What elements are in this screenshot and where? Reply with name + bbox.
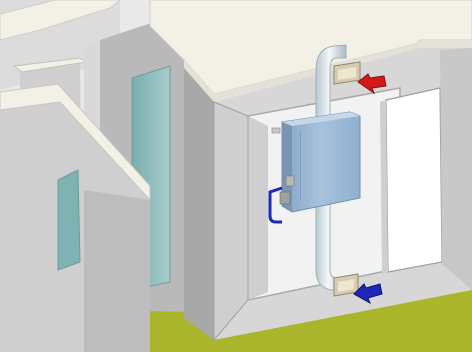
main-wall-left-face [184, 68, 214, 340]
right-wall-face [440, 48, 472, 290]
front-left-wall-inner [84, 190, 150, 352]
cabinet-inner-left [248, 116, 268, 300]
cabinet-door [386, 88, 442, 272]
ventilation-unit [282, 112, 360, 212]
unit-connector-low [280, 192, 290, 204]
unit-connector-mid [286, 176, 294, 186]
glass-panel-left [58, 170, 80, 270]
unit-panel-line [300, 130, 301, 200]
cabinet-door-left [214, 102, 248, 340]
unit-connector-top [272, 128, 280, 133]
